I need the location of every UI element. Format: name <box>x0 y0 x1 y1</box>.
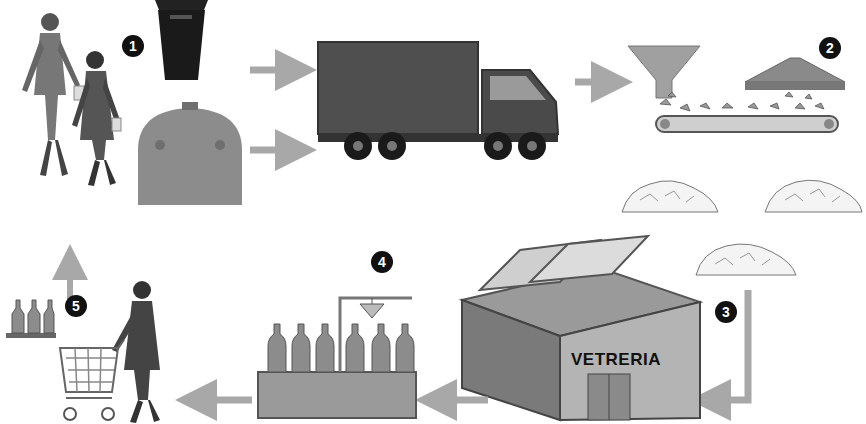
flow-arrow <box>436 397 488 404</box>
crushed-glass-pile <box>622 180 862 275</box>
sorting-plant <box>628 46 845 132</box>
truck <box>318 42 558 160</box>
callout-number: 1 <box>122 35 144 57</box>
glass-bell-container <box>138 102 242 205</box>
flow-arrow <box>250 70 296 150</box>
shop-shelf <box>6 262 70 338</box>
sign-text: VETRERIA <box>571 350 661 370</box>
callout-number: 5 <box>65 295 87 317</box>
flow-arrow <box>196 397 252 404</box>
waste-bin <box>155 0 208 80</box>
glassworks-building <box>462 236 700 420</box>
bottling-line <box>258 298 416 418</box>
flow-arrow <box>575 79 612 86</box>
walking-women <box>22 13 121 186</box>
building-sign: VETRERIA <box>565 347 667 373</box>
callout-number: 2 <box>819 37 841 59</box>
flow-arrow <box>710 290 748 400</box>
callout-number: 4 <box>371 251 393 273</box>
callout-number: 3 <box>715 301 737 323</box>
shopper-with-cart <box>60 281 160 423</box>
